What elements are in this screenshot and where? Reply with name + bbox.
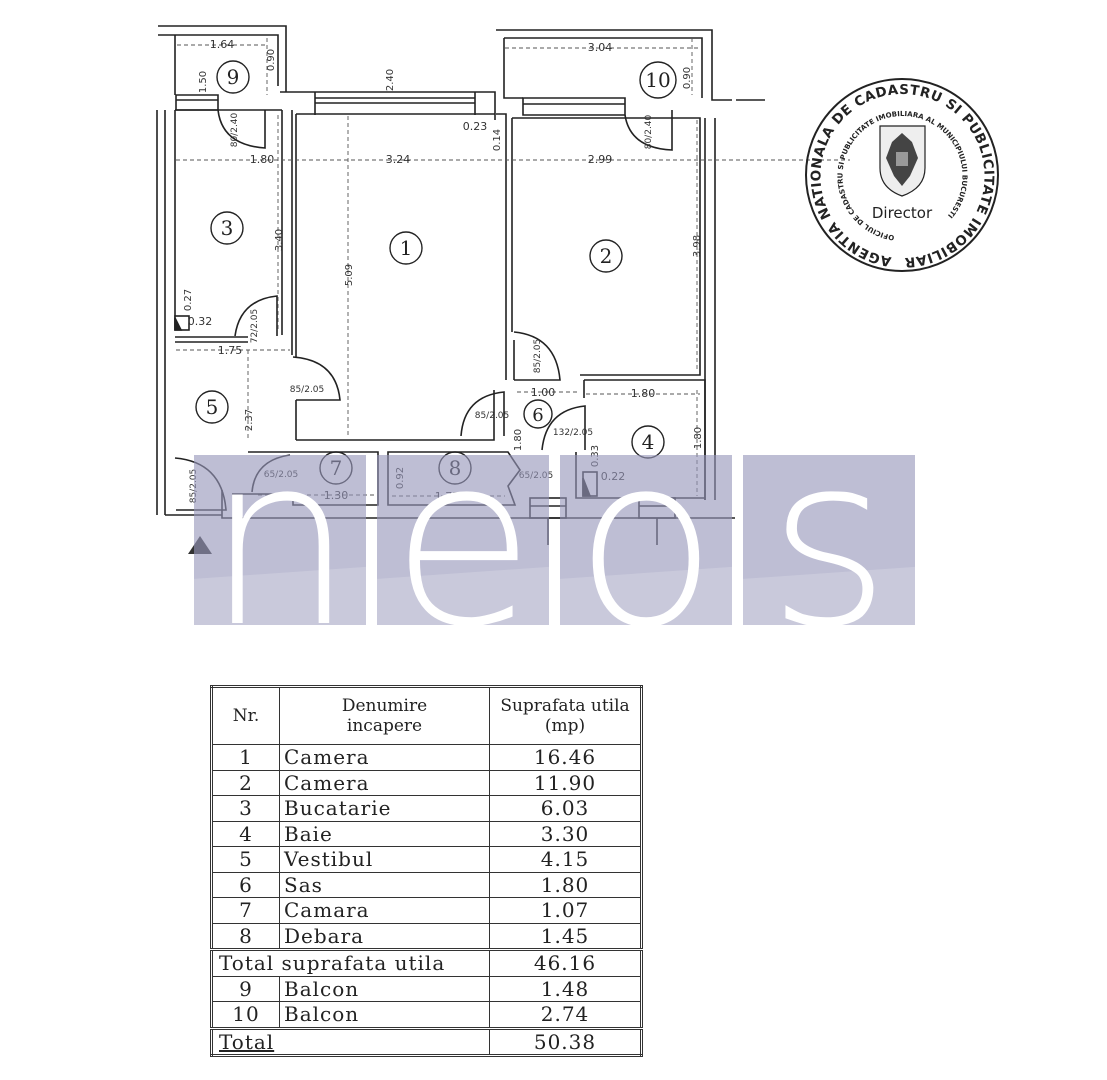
header-nr: Nr.	[211, 686, 280, 745]
svg-text:2.99: 2.99	[588, 153, 613, 166]
room-3-walls	[174, 109, 293, 355]
watermark-tile-o: o	[560, 455, 732, 625]
svg-text:Director: Director	[872, 204, 933, 222]
area-table: Nr. Denumire incapere Suprafata utila (m…	[210, 685, 643, 1057]
room-numbers: 1 2 3 4 5 6 7 8 9 10	[206, 65, 671, 480]
floor-plan: 1 2 3 4 5 6 7 8 9 10 1.64 3.04 1.80 3.24…	[156, 25, 850, 545]
main-window-wall	[280, 91, 765, 120]
room-2-walls	[511, 117, 701, 380]
svg-text:1.80: 1.80	[513, 429, 524, 451]
svg-text:1.50: 1.50	[198, 71, 209, 93]
dimension-labels: 1.64 3.04 1.80 3.24 2.99 0.23 0.32 1.75 …	[183, 38, 704, 503]
svg-text:5.09: 5.09	[344, 264, 355, 286]
svg-text:1: 1	[400, 236, 413, 260]
door-swings	[174, 109, 673, 511]
svg-text:4: 4	[642, 430, 655, 454]
svg-text:132/2.05: 132/2.05	[553, 428, 593, 438]
svg-text:0.14: 0.14	[492, 129, 503, 151]
svg-text:0.27: 0.27	[183, 289, 194, 311]
svg-text:2.40: 2.40	[385, 69, 396, 91]
svg-text:85/2.05: 85/2.05	[533, 339, 543, 374]
svg-text:85/2.05: 85/2.05	[475, 411, 510, 421]
watermark-tile-n: n	[194, 455, 366, 625]
svg-text:10: 10	[645, 68, 670, 92]
watermark-tile-e: e	[377, 455, 549, 625]
svg-text:0.90: 0.90	[266, 49, 277, 71]
svg-text:72/2.05: 72/2.05	[250, 309, 260, 344]
svg-text:6: 6	[532, 405, 543, 426]
svg-text:2: 2	[600, 244, 613, 268]
svg-text:1.00: 1.00	[531, 386, 556, 399]
header-room-name: Denumire incapere	[279, 686, 490, 745]
svg-text:85/2.05: 85/2.05	[290, 385, 325, 395]
table-header-row: Nr. Denumire incapere Suprafata utila (m…	[211, 686, 642, 745]
header-area: Suprafata utila (mp)	[489, 686, 642, 745]
svg-text:80/2.40: 80/2.40	[230, 112, 240, 147]
svg-text:80/2.40: 80/2.40	[644, 114, 654, 149]
svg-text:1.80: 1.80	[250, 153, 275, 166]
svg-text:1.64: 1.64	[210, 38, 235, 51]
subtotal-row: Total suprafata utila 46.16	[211, 948, 642, 977]
svg-text:9: 9	[227, 65, 240, 89]
svg-text:3.04: 3.04	[588, 41, 613, 54]
svg-text:3.24: 3.24	[386, 153, 411, 166]
room-circles	[195, 60, 677, 485]
svg-text:0.32: 0.32	[188, 315, 213, 328]
svg-text:1.80: 1.80	[631, 387, 656, 400]
balcony-10-walls	[496, 29, 732, 116]
svg-text:3: 3	[221, 216, 234, 240]
coat-of-arms-icon	[879, 125, 926, 197]
svg-text:3.40: 3.40	[274, 229, 285, 251]
room-1-walls	[295, 113, 507, 441]
watermark-tile-s: s	[743, 455, 915, 625]
svg-text:3.98: 3.98	[692, 235, 703, 257]
total-row: Total 50.38	[211, 1026, 642, 1056]
svg-text:0.23: 0.23	[463, 120, 488, 133]
balcony-9-walls	[158, 25, 287, 111]
dimension-lines	[176, 38, 850, 497]
svg-text:0.90: 0.90	[682, 67, 693, 89]
svg-text:2.37: 2.37	[244, 409, 255, 431]
svg-text:5: 5	[206, 395, 219, 419]
svg-text:1.75: 1.75	[218, 344, 243, 357]
official-stamp: AGENTIA NATIONALA DE CADASTRU SI PUBLICI…	[800, 78, 999, 272]
svg-text:1.80: 1.80	[693, 427, 704, 449]
